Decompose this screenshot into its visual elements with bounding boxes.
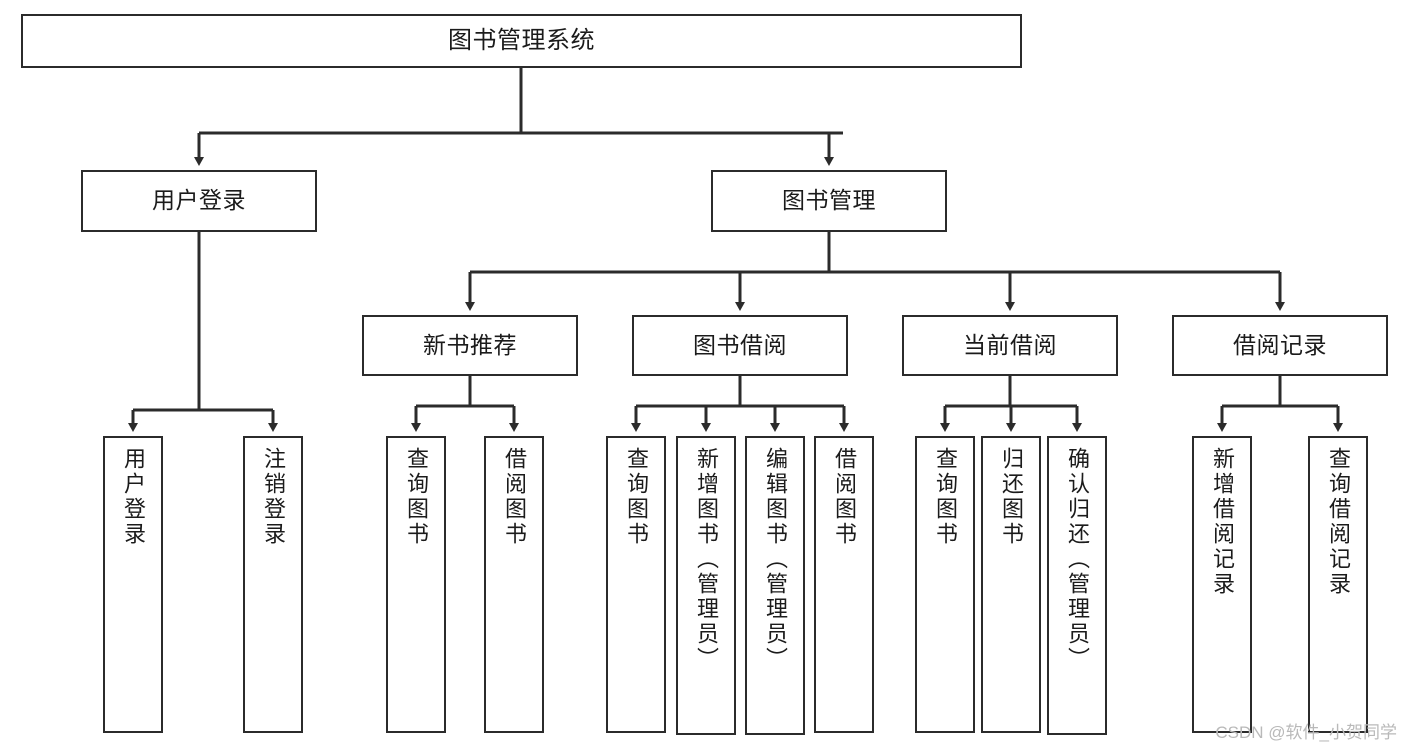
node-label: 用户登录 <box>152 187 246 214</box>
leaf-current-borrow-query[interactable]: 查询图书 <box>915 436 975 733</box>
node-label: 用户登录 <box>121 447 146 547</box>
leaf-current-borrow-return[interactable]: 归还图书 <box>981 436 1041 733</box>
leaf-book-borrow-add-admin[interactable]: 新增图书（管理员） <box>676 436 736 735</box>
leaf-book-borrow-edit-admin[interactable]: 编辑图书（管理员） <box>745 436 805 735</box>
leaf-current-borrow-confirm-admin[interactable]: 确认归还（管理员） <box>1047 436 1107 735</box>
node-new-book-recommend[interactable]: 新书推荐 <box>362 315 578 376</box>
csdn-watermark: CSDN @软件_小贺同学 <box>1215 723 1397 742</box>
node-user-login[interactable]: 用户登录 <box>81 170 317 232</box>
leaf-user-login-logout[interactable]: 注销登录 <box>243 436 303 733</box>
node-label: 查询图书 <box>404 447 429 547</box>
node-book-borrow[interactable]: 图书借阅 <box>632 315 848 376</box>
node-label: 图书管理 <box>782 187 876 214</box>
node-label: 注销登录 <box>261 447 286 547</box>
node-label: 编辑图书（管理员） <box>763 447 788 672</box>
leaf-borrow-record-add[interactable]: 新增借阅记录 <box>1192 436 1252 733</box>
node-label: 查询图书 <box>933 447 958 547</box>
leaf-user-login-login[interactable]: 用户登录 <box>103 436 163 733</box>
node-label: 新增图书（管理员） <box>694 447 719 672</box>
leaf-borrow-record-query[interactable]: 查询借阅记录 <box>1308 436 1368 733</box>
node-label: 借阅记录 <box>1233 331 1327 358</box>
node-label: 借阅图书 <box>832 447 857 547</box>
node-borrow-record[interactable]: 借阅记录 <box>1172 315 1388 376</box>
node-current-borrow[interactable]: 当前借阅 <box>902 315 1118 376</box>
leaf-book-borrow-query[interactable]: 查询图书 <box>606 436 666 733</box>
node-label: 图书管理系统 <box>448 26 595 54</box>
node-label: 借阅图书 <box>502 447 527 547</box>
node-label: 新增借阅记录 <box>1210 447 1235 597</box>
node-label: 查询借阅记录 <box>1326 447 1351 597</box>
node-book-management[interactable]: 图书管理 <box>711 170 947 232</box>
node-label: 新书推荐 <box>423 331 517 358</box>
leaf-book-borrow-borrow[interactable]: 借阅图书 <box>814 436 874 733</box>
node-label: 当前借阅 <box>963 331 1057 358</box>
leaf-new-book-borrow[interactable]: 借阅图书 <box>484 436 544 733</box>
node-label: 查询图书 <box>624 447 649 547</box>
leaf-new-book-query[interactable]: 查询图书 <box>386 436 446 733</box>
node-root-book-management-system[interactable]: 图书管理系统 <box>21 14 1022 68</box>
node-label: 确认归还（管理员） <box>1065 447 1090 672</box>
node-label: 图书借阅 <box>693 331 787 358</box>
node-label: 归还图书 <box>999 447 1024 547</box>
